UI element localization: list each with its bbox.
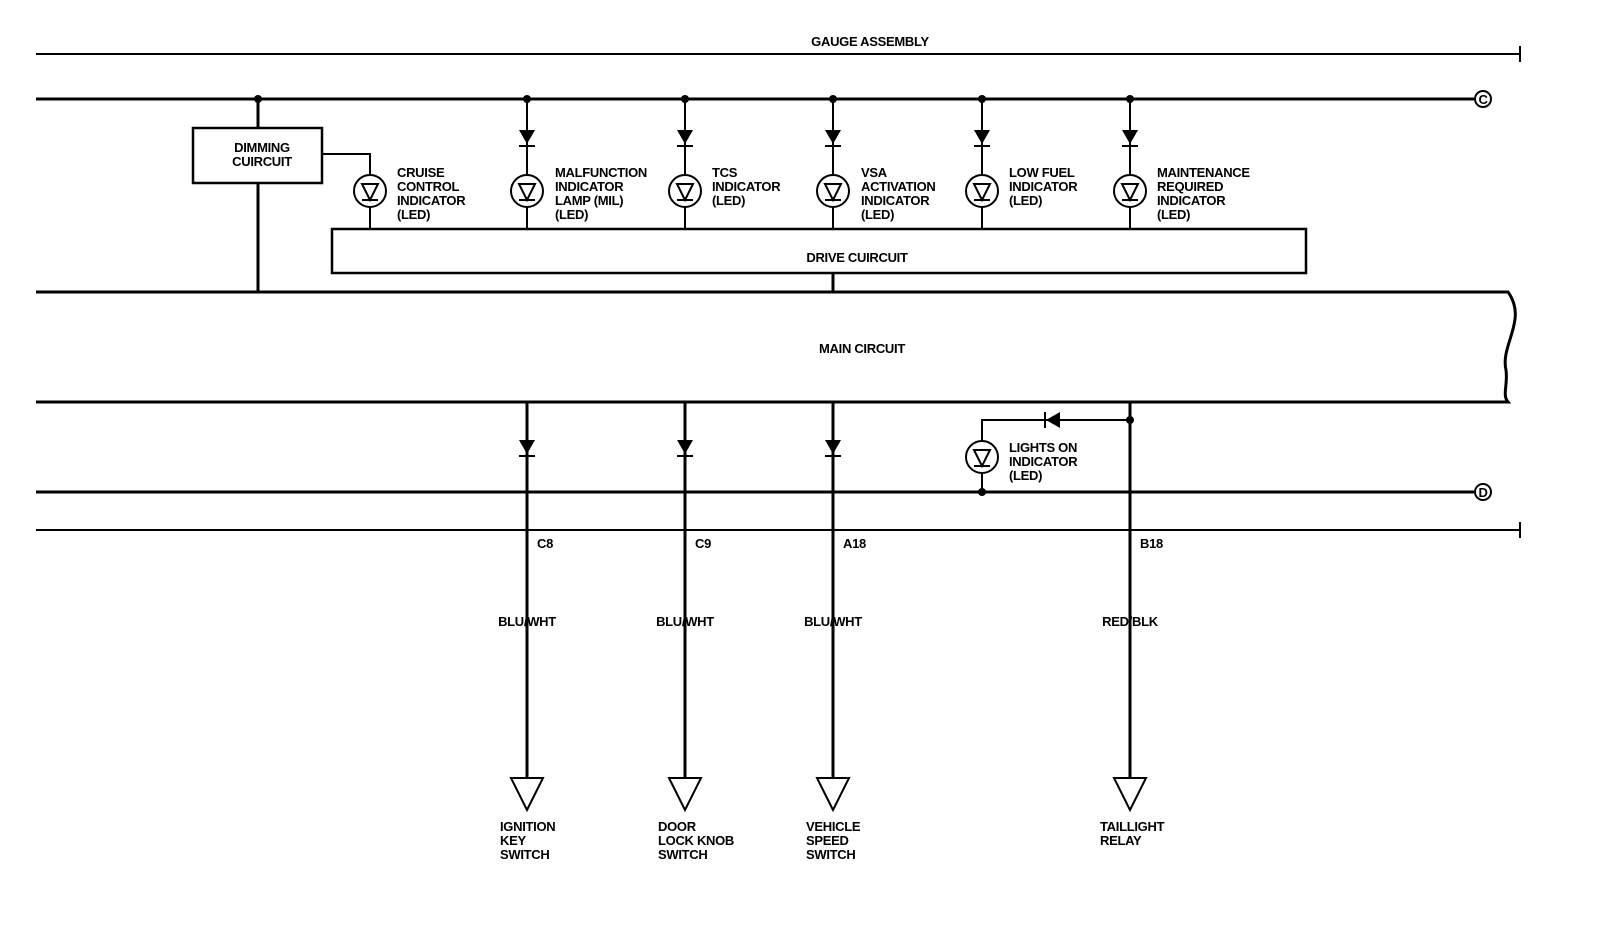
ignition-key-switch-circuit xyxy=(509,402,545,813)
ignition-key-switch-label-3: SWITCH xyxy=(500,847,549,862)
lights-on-indicator-led xyxy=(965,412,1134,496)
ignition-key-switch-label-1: IGNITION xyxy=(500,819,555,834)
cruise-control-indicator-label-2: CONTROL xyxy=(397,179,460,194)
dimming-circuit-box xyxy=(191,126,324,185)
lights-on-indicator-label-3: (LED) xyxy=(1009,468,1042,483)
low-fuel-indicator-label-1: LOW FUEL xyxy=(1009,165,1075,180)
taillight-relay-label-2: RELAY xyxy=(1100,833,1142,848)
taillight-relay-circuit xyxy=(1112,402,1148,813)
vehicle-speed-switch-label-3: SWITCH xyxy=(806,847,855,862)
malfunction-indicator-label-2: INDICATOR xyxy=(555,179,624,194)
drive-circuit-label: DRIVE CUIRCUIT xyxy=(806,250,908,265)
dimming-circuit-label-2: CUIRCUIT xyxy=(232,154,292,169)
malfunction-indicator-label-3: LAMP (MIL) xyxy=(555,193,623,208)
tcs-indicator-label-1: TCS xyxy=(712,165,738,180)
low-fuel-indicator-led xyxy=(965,95,999,229)
cruise-control-indicator-led xyxy=(353,172,387,229)
door-lock-knob-switch-label-3: SWITCH xyxy=(658,847,707,862)
connector-d-icon: D xyxy=(1474,483,1492,501)
vsa-indicator-label-1: VSA xyxy=(861,165,888,180)
taillight-relay-label-1: TAILLIGHT xyxy=(1100,819,1165,834)
cruise-control-indicator-label-4: (LED) xyxy=(397,207,430,222)
maintenance-indicator-label-2: REQUIRED xyxy=(1157,179,1223,194)
main-circuit-label: MAIN CIRCUIT xyxy=(819,341,905,356)
ignition-key-switch-label-2: KEY xyxy=(500,833,526,848)
maintenance-indicator-label-3: INDICATOR xyxy=(1157,193,1226,208)
connector-d-label: D xyxy=(1478,485,1487,500)
gauge-assembly-label: GAUGE ASSEMBLY xyxy=(811,34,929,49)
connector-c-icon: C xyxy=(1474,90,1492,108)
terminal-b18-pin: B18 xyxy=(1140,536,1163,551)
vehicle-speed-switch-label-2: SPEED xyxy=(806,833,849,848)
dimming-to-cruise-wire xyxy=(322,153,371,172)
lights-on-indicator-label-2: INDICATOR xyxy=(1009,454,1078,469)
tcs-indicator-label-2: INDICATOR xyxy=(712,179,781,194)
cruise-control-indicator-label-1: CRUISE xyxy=(397,165,445,180)
vsa-indicator-label-3: INDICATOR xyxy=(861,193,930,208)
vsa-activation-indicator-led xyxy=(816,95,850,229)
vsa-indicator-label-2: ACTIVATION xyxy=(861,179,936,194)
terminal-b18-wire-color: RED/BLK xyxy=(1102,614,1159,629)
terminal-c8-pin: C8 xyxy=(537,536,553,551)
terminal-c9-wire-color: BLU/WHT xyxy=(656,614,714,629)
malfunction-indicator-lamp-led xyxy=(510,95,544,229)
vehicle-speed-switch-label-1: VEHICLE xyxy=(806,819,861,834)
terminal-c9-pin: C9 xyxy=(695,536,711,551)
vehicle-speed-switch-circuit xyxy=(815,402,851,813)
malfunction-indicator-label-1: MALFUNCTION xyxy=(555,165,647,180)
drive-circuit-box xyxy=(330,227,1308,275)
door-lock-knob-switch-label-1: DOOR xyxy=(658,819,697,834)
maintenance-required-indicator-led xyxy=(1113,95,1147,229)
low-fuel-indicator-label-2: INDICATOR xyxy=(1009,179,1078,194)
malfunction-indicator-label-4: (LED) xyxy=(555,207,588,222)
tcs-indicator-led xyxy=(668,95,702,229)
terminal-a18-wire-color: BLU/WHT xyxy=(804,614,862,629)
terminal-a18-pin: A18 xyxy=(843,536,866,551)
maintenance-indicator-label-1: MAINTENANCE xyxy=(1157,165,1250,180)
dimming-circuit-label-1: DIMMING xyxy=(234,140,290,155)
terminal-c8-wire-color: BLU/WHT xyxy=(498,614,556,629)
low-fuel-indicator-label-3: (LED) xyxy=(1009,193,1042,208)
vsa-indicator-label-4: (LED) xyxy=(861,207,894,222)
cruise-control-indicator-label-3: INDICATOR xyxy=(397,193,466,208)
connector-c-label: C xyxy=(1478,92,1488,107)
main-circuit-block xyxy=(36,290,1517,404)
door-lock-knob-switch-label-2: LOCK KNOB xyxy=(658,833,734,848)
lights-on-indicator-label-1: LIGHTS ON xyxy=(1009,440,1077,455)
door-lock-knob-switch-circuit xyxy=(667,402,703,813)
maintenance-indicator-label-4: (LED) xyxy=(1157,207,1190,222)
tcs-indicator-label-3: (LED) xyxy=(712,193,745,208)
